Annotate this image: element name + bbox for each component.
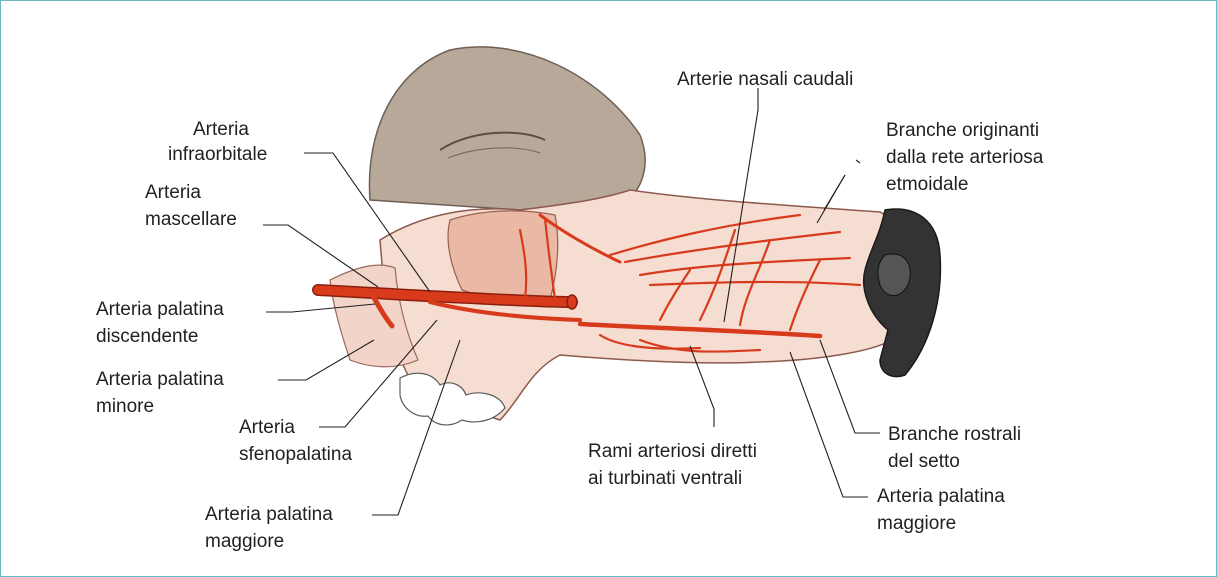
label-arteria-palatina-maggiore-right: Arteria palatina maggiore [877, 486, 1010, 534]
nostril [878, 254, 910, 295]
label-arteria-sfenopalatina: Arteria sfenopalatina [239, 417, 352, 465]
turbinate-mass [448, 211, 558, 302]
label-arteria-infraorbitale: Arteria infraorbitale [168, 119, 267, 165]
label-rami-turbinati-ventrali: Rami arteriosi diretti ai turbinati vent… [588, 441, 762, 489]
label-arteria-mascellare: Arteria mascellare [145, 182, 237, 230]
label-arterie-nasali-caudali: Arterie nasali caudali [677, 69, 853, 90]
label-branche-rostrali: Branche rostrali del setto [888, 424, 1026, 472]
label-arteria-palatina-minore: Arteria palatina minore [96, 369, 229, 417]
label-arteria-palatina-maggiore-left: Arteria palatina maggiore [205, 504, 338, 552]
head-skin [369, 47, 645, 210]
label-arteria-palatina-discendente: Arteria palatina discendente [96, 299, 229, 347]
label-branche-etmoidale: Branche originanti dalla rete arteriosa … [886, 120, 1049, 195]
